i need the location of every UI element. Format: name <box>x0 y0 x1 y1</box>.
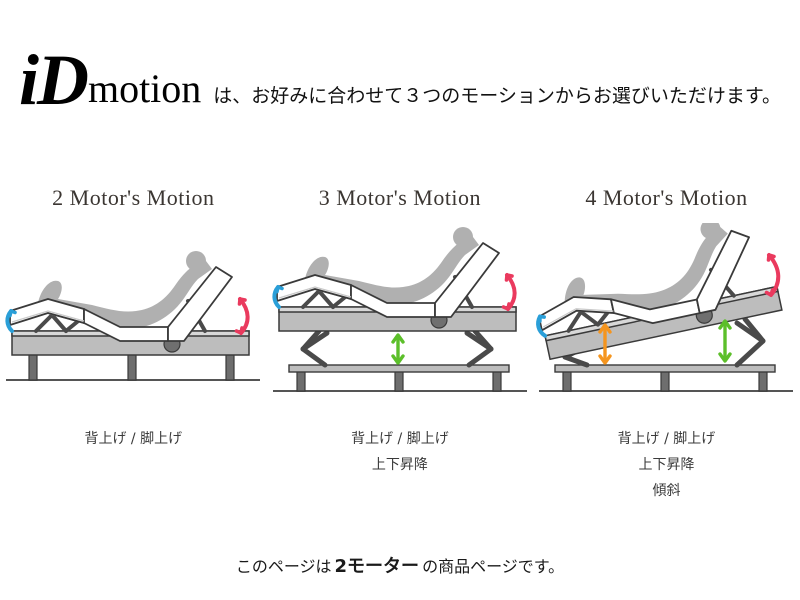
back-lift-arrow <box>501 273 517 311</box>
floor-frame <box>554 364 777 392</box>
caption-line: 上下昇降 <box>371 457 428 473</box>
caption-line: 背上げ / 脚上げ <box>351 431 449 447</box>
caption-line: 上下昇降 <box>638 457 695 473</box>
leg-lift-arrow <box>5 309 18 333</box>
captions-3-motor: 背上げ / 脚上げ 上下昇降 <box>351 426 449 478</box>
footer-suffix: の商品ページです。 <box>422 557 565 576</box>
mattress-edge-highlight <box>12 310 85 323</box>
column-4-motor: 4 Motor's Motion <box>533 185 800 504</box>
brand-logo-motion: motion <box>87 66 202 111</box>
column-title-2-motor: 2 Motor's Motion <box>52 185 215 210</box>
footer-prefix: このページは <box>235 557 332 576</box>
mattress-edge-highlight <box>543 308 614 328</box>
caption-line: 傾斜 <box>652 483 681 499</box>
column-title-3-motor: 3 Motor's Motion <box>318 185 482 210</box>
leg-lift-arrow <box>272 285 284 309</box>
column-2-motor: 2 Motor's Motion <box>0 185 267 504</box>
header-tagline: は、お好みに合わせて３つのモーションからお選びいただけます。 <box>213 85 782 107</box>
captions-4-motor: 背上げ / 脚上げ 上下昇降 傾斜 <box>618 426 716 504</box>
captions-2-motor: 背上げ / 脚上げ <box>84 426 182 452</box>
leg-lift-arrow <box>536 314 548 338</box>
column-3-motor: 3 Motor's Motion <box>267 185 534 504</box>
scissor-lift <box>300 328 494 368</box>
column-title-4-motor: 4 Motor's Motion <box>585 185 748 210</box>
bed-4-motor-illustration <box>536 223 794 392</box>
back-lift-arrow <box>234 297 250 335</box>
floor-frame <box>288 364 510 392</box>
mattress-edge-highlight <box>278 286 352 299</box>
back-lift-arrow <box>765 253 781 297</box>
tilt-rear-arrow <box>718 319 733 363</box>
brand-logo-id: iD <box>18 40 89 120</box>
motion-comparison-columns: 2 Motor's Motion <box>0 185 800 504</box>
mattress <box>275 242 500 318</box>
mattress <box>538 229 751 332</box>
caption-line: 背上げ / 脚上げ <box>617 431 716 447</box>
bed-2-motor-illustration <box>5 251 261 381</box>
tilt-front-arrow <box>598 323 613 365</box>
caption-line: 背上げ / 脚上げ <box>84 431 183 447</box>
bed-3-motor-illustration <box>272 227 527 392</box>
bed-legs <box>28 353 235 381</box>
body-silhouette <box>565 223 729 315</box>
height-adjust-arrow <box>391 333 405 365</box>
footer-emphasis: 2モーター <box>334 556 420 577</box>
mattress <box>9 266 234 342</box>
